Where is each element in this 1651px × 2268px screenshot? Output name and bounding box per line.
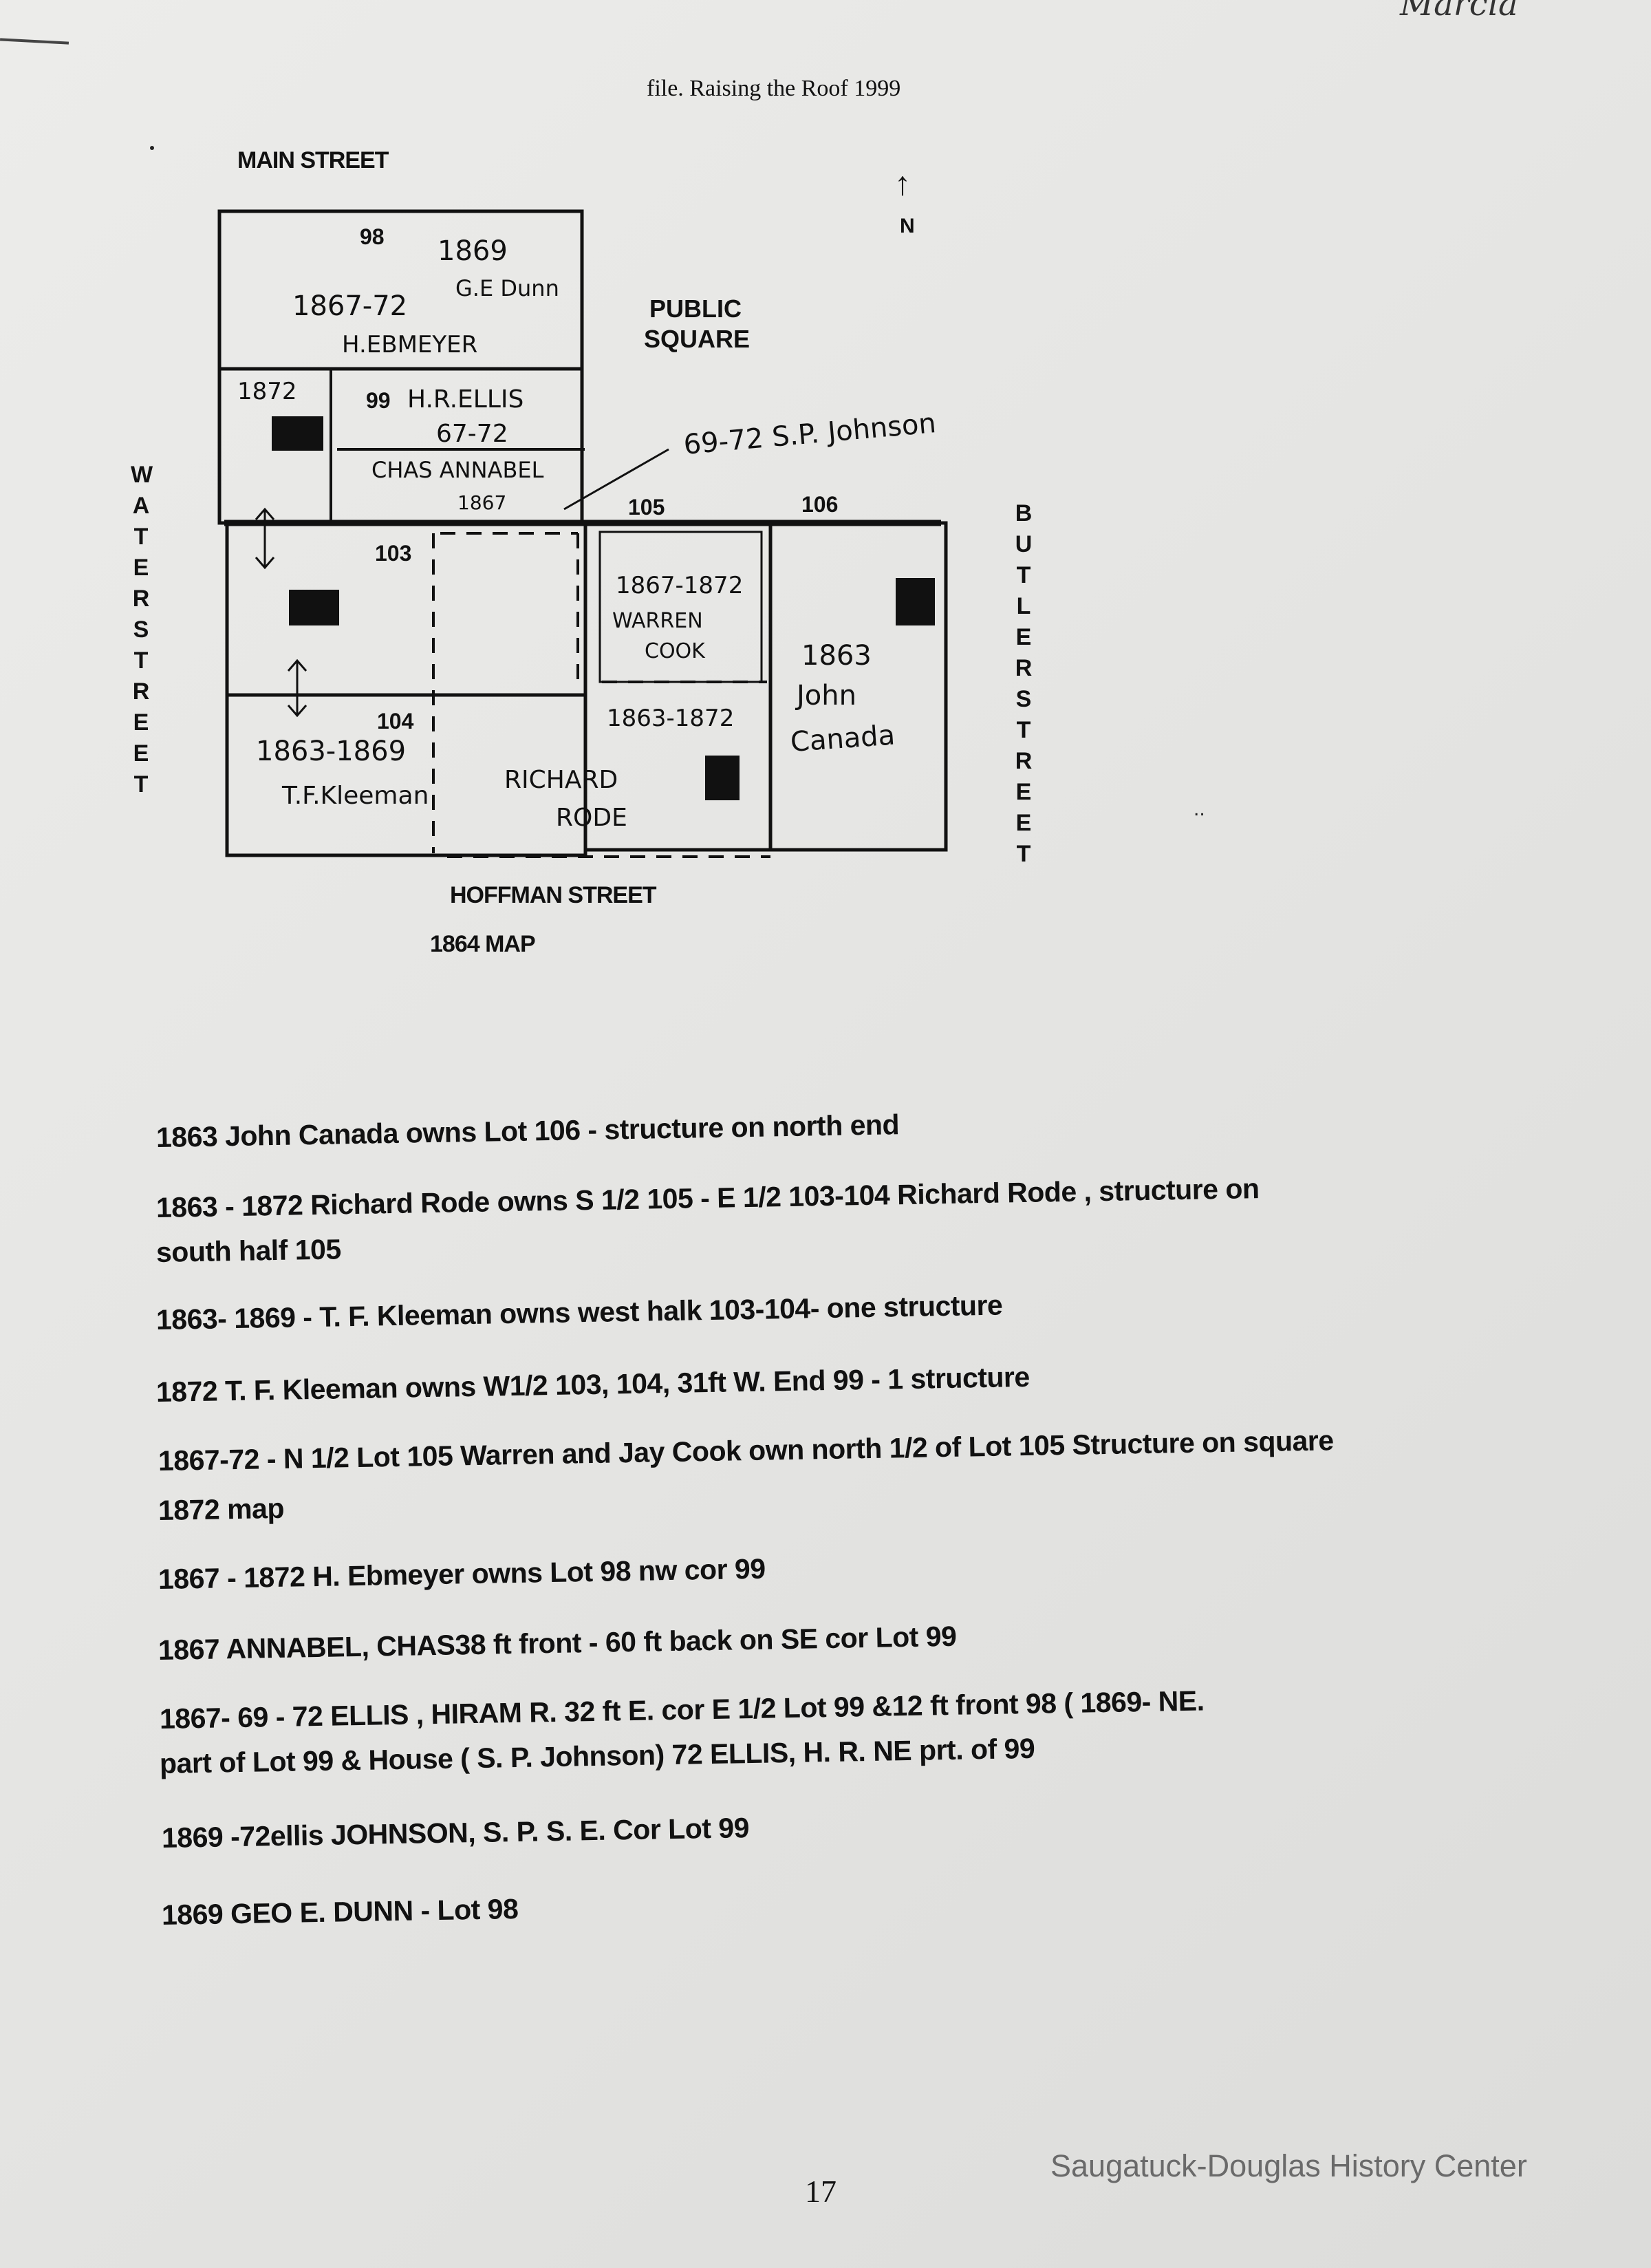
- arrow-103-up: [255, 507, 275, 570]
- note-annabel-year: 1867: [457, 491, 506, 514]
- entry-line: 1867 - 1872 H. Ebmeyer owns Lot 98 nw co…: [158, 1552, 766, 1595]
- note-98-owner: G.E Dunn: [455, 275, 559, 301]
- johnson-pointer: [563, 448, 669, 511]
- entry-line: 1869 GEO E. DUNN - Lot 98: [161, 1892, 519, 1931]
- note-98-owner2: H.EBMEYER: [342, 331, 477, 359]
- file-header: file. Raising the Roof 1999: [647, 76, 901, 101]
- water-street-text: WATER STREET: [131, 462, 153, 798]
- note-annabel: CHAS ANNABEL: [371, 457, 544, 483]
- note-106-owner2: Canada: [789, 719, 896, 758]
- entry-line: 1863 John Canada owns Lot 106 - structur…: [155, 1109, 900, 1153]
- note-106-year: 1863: [801, 640, 872, 672]
- butler-street-label: BUTLER STREET: [1013, 498, 1034, 870]
- hoffman-street-label: HOFFMAN STREET: [450, 882, 657, 908]
- water-street-label: WATER STREET: [131, 460, 153, 800]
- entry-line: 1863 - 1872 Richard Rode owns S 1/2 105 …: [155, 1173, 1260, 1223]
- structure-98: [272, 416, 323, 451]
- entry-line: part of Lot 99 & House ( S. P. Johnson) …: [159, 1732, 1035, 1779]
- note-99-year: 1872: [237, 378, 297, 405]
- note-98-years: 1867-72: [292, 290, 407, 322]
- public-square-line2: SQUARE: [644, 325, 751, 353]
- page-number: 17: [805, 2174, 837, 2209]
- lot-106: [768, 521, 948, 852]
- main-street-label: MAIN STREET: [237, 147, 389, 173]
- note-99-years: 67-72: [436, 420, 508, 448]
- structure-105: [705, 756, 740, 800]
- entry-line: 1869 -72ellis JOHNSON, S. P. S. E. Cor L…: [161, 1812, 750, 1854]
- entry-line: 1863- 1869 - T. F. Kleeman owns west hal…: [155, 1289, 1003, 1336]
- watermark: Saugatuck-Douglas History Center: [1050, 2148, 1527, 2183]
- entry-line: 1867- 69 - 72 ELLIS , HIRAM R. 32 ft E. …: [159, 1684, 1205, 1735]
- entry-line: south half 105: [155, 1233, 342, 1268]
- note-105-years: 1867-1872: [616, 572, 743, 599]
- entry-line: 1872 T. F. Kleeman owns W1/2 103, 104, 3…: [155, 1360, 1030, 1408]
- note-106-owner1: John: [795, 680, 856, 712]
- lot-98-label: 98: [360, 224, 385, 249]
- stray-marks: ..: [1194, 798, 1205, 820]
- note-104-years: 1863-1869: [256, 736, 406, 767]
- lot-104-label: 104: [377, 709, 414, 734]
- corner-handwritten-note: Marcia: [1400, 0, 1518, 23]
- public-square-line1: PUBLIC: [649, 295, 742, 323]
- entry-line: 1872 map: [158, 1492, 285, 1526]
- note-rode2: RODE: [556, 804, 627, 832]
- lot-105-label: 105: [628, 495, 665, 520]
- lot-106-label: 106: [801, 492, 838, 517]
- note-johnson: 69-72 S.P. Johnson: [682, 407, 938, 461]
- lot-99-label: 99: [366, 388, 391, 413]
- note-105-owner1: WARREN: [612, 609, 703, 633]
- stray-dot: [150, 146, 154, 150]
- lot-map: 98 99 103 104 105 106 1869 G.E Dunn 1867…: [217, 209, 1205, 858]
- structure-103: [289, 590, 339, 625]
- note-105-owner2: COOK: [645, 639, 706, 663]
- note-rode1: RICHARD: [504, 766, 618, 794]
- note-105-south-years: 1863-1872: [607, 705, 734, 732]
- north-label: N: [900, 215, 915, 237]
- structure-106: [896, 578, 935, 625]
- lot-103-label: 103: [375, 541, 411, 566]
- arrow-103-104: [287, 659, 307, 718]
- map-caption: 1864 MAP: [430, 931, 536, 957]
- entry-line: 1867 ANNABEL, CHAS38 ft front - 60 ft ba…: [158, 1620, 957, 1666]
- note-98-year: 1869: [438, 235, 508, 267]
- entry-line: 1867-72 - N 1/2 Lot 105 Warren and Jay C…: [158, 1424, 1334, 1477]
- north-arrow-icon: ↑: [894, 166, 911, 202]
- butler-street-text: BUTLER STREET: [1015, 500, 1033, 867]
- note-104-owner: T.F.Kleeman: [281, 782, 429, 810]
- note-99-owner: H.R.ELLIS: [407, 385, 524, 414]
